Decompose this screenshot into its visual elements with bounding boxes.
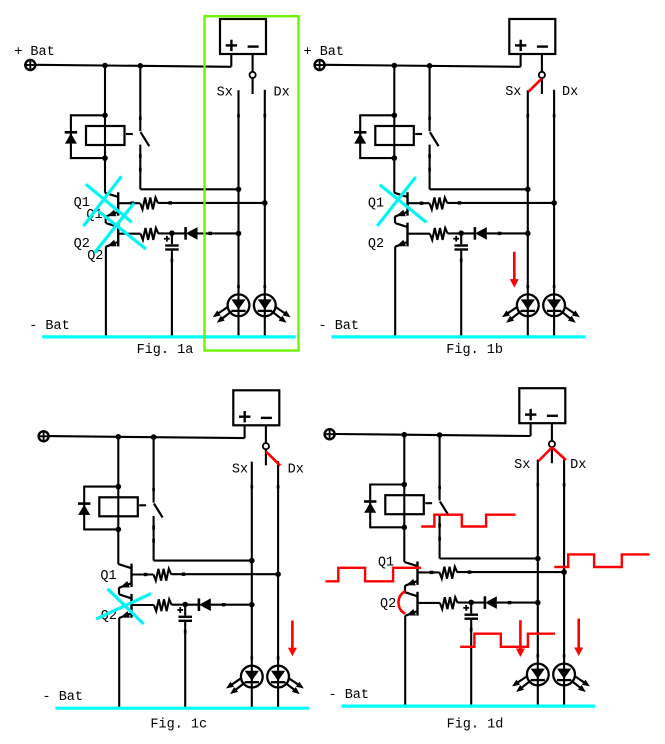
svg-text:+ Bat: + Bat [304,45,345,60]
svg-text:Q2: Q2 [368,237,384,252]
svg-text:Sx: Sx [514,458,530,473]
svg-text:Fig. 1b: Fig. 1b [446,343,503,358]
svg-text:Q1: Q1 [368,196,384,211]
svg-text:Q2: Q2 [87,249,103,264]
svg-text:+ Bat: + Bat [14,45,55,60]
svg-text:Dx: Dx [562,85,578,100]
svg-text:Q1: Q1 [378,556,394,571]
svg-text:Dx: Dx [288,462,304,477]
svg-text:Dx: Dx [570,458,586,473]
svg-text:Q2: Q2 [380,597,396,612]
svg-text:Fig. 1a: Fig. 1a [137,343,194,358]
svg-text:Q2: Q2 [74,237,90,252]
svg-text:Sx: Sx [232,462,248,477]
svg-text:Q1: Q1 [100,569,116,584]
svg-text:Fig. 1c: Fig. 1c [150,718,207,733]
svg-text:Q1: Q1 [74,196,90,211]
svg-text:Dx: Dx [274,85,290,100]
svg-text:Sx: Sx [505,85,521,100]
svg-text:Sx: Sx [217,85,233,100]
svg-text:Fig. 1d: Fig. 1d [447,718,504,733]
